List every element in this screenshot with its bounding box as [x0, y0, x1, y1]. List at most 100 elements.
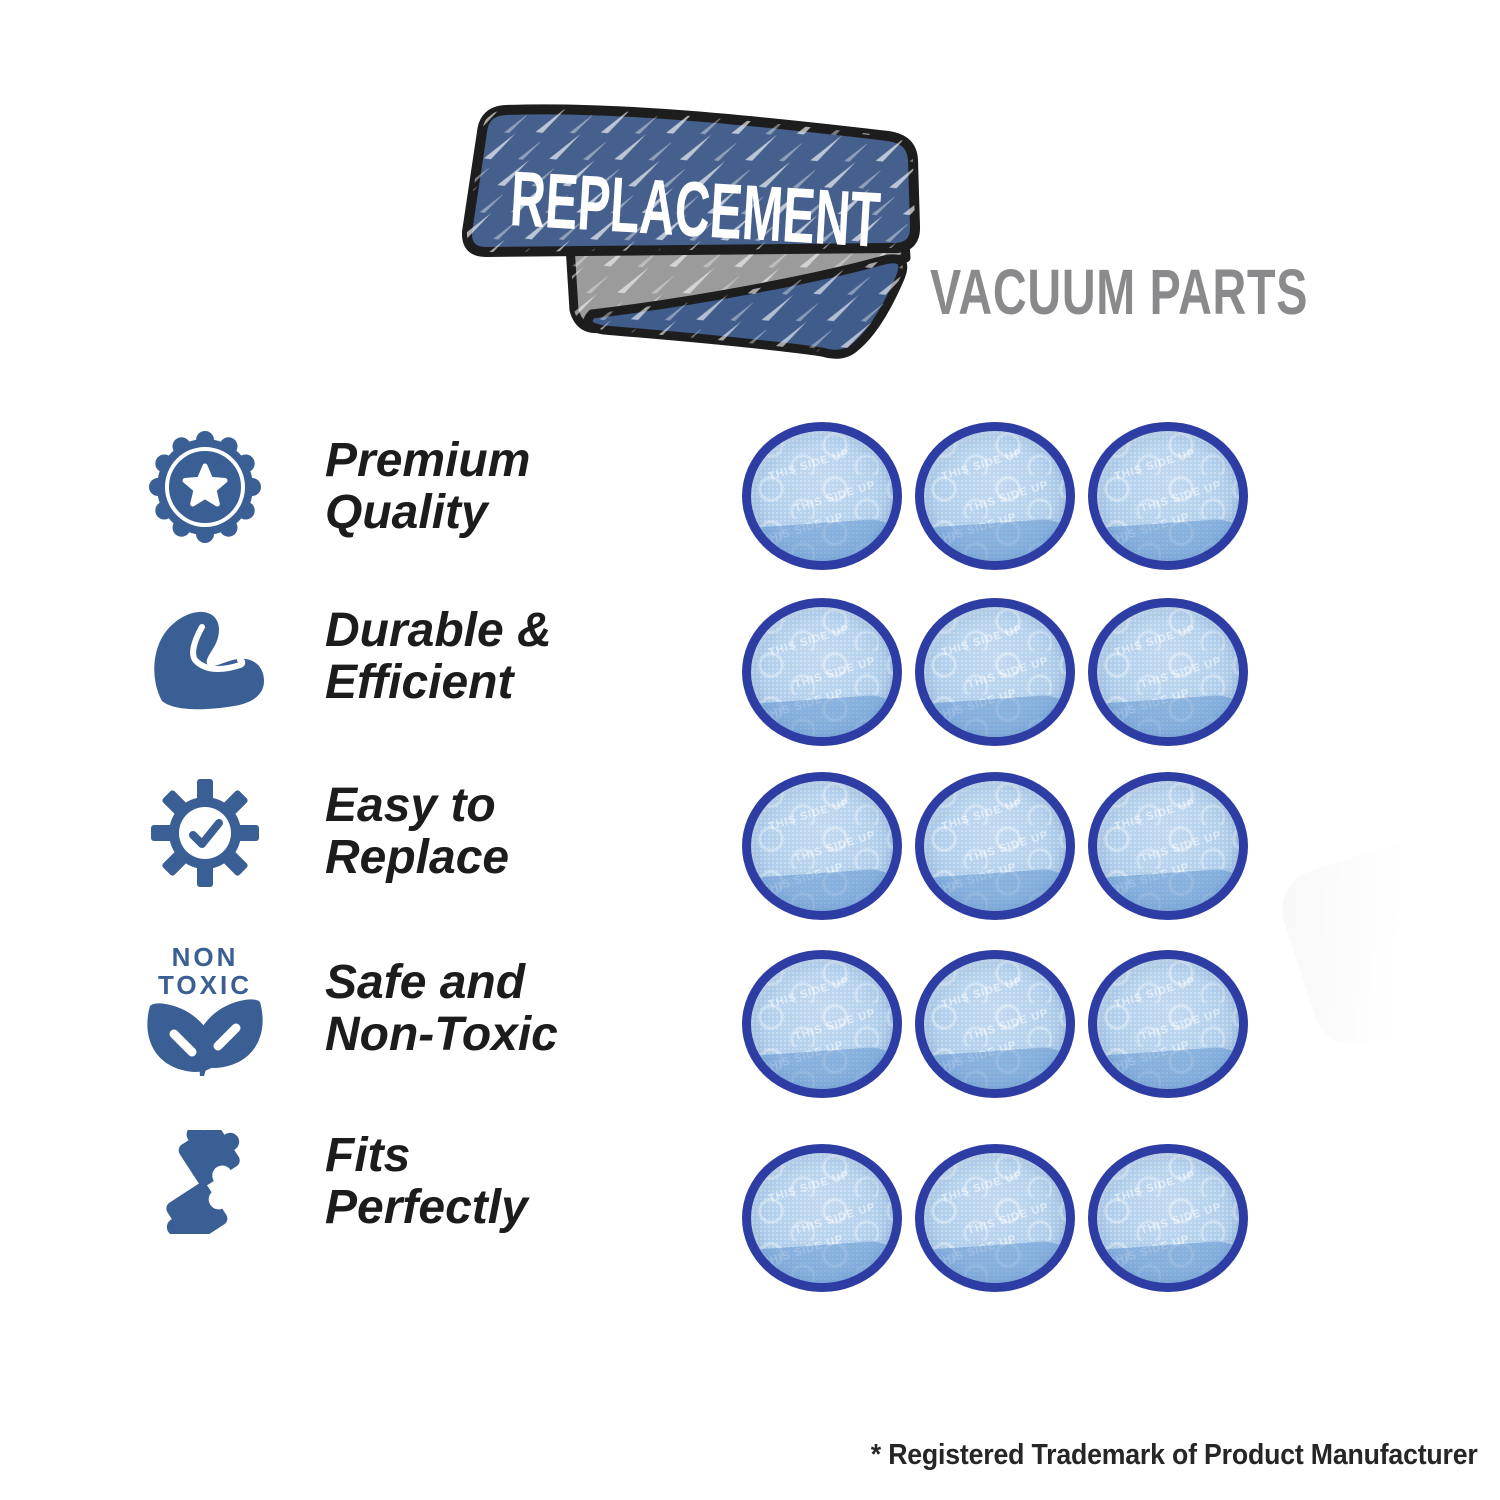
feature-row-durable-efficient: Durable & Efficient [140, 603, 552, 710]
ribbon-tail [583, 254, 908, 359]
feature-line: Quality [325, 486, 488, 539]
vacuum-filter: THIS SIDE UP THIS SIDE UP THIS SIDE UP [1088, 950, 1248, 1098]
filter-watermark: THIS SIDE UP [767, 796, 852, 834]
filter-band [751, 867, 893, 911]
feature-line: Premium [325, 434, 531, 487]
filter-watermark: THIS SIDE UP [793, 1200, 878, 1238]
gear-check-icon [140, 775, 270, 889]
puzzle-pieces-icon [140, 1130, 270, 1234]
feature-line: Efficient [325, 655, 514, 709]
filter-watermark: THIS SIDE UP [767, 1168, 852, 1206]
filter-watermark: THIS SIDE UP [940, 1168, 1025, 1206]
filter-watermark: THIS SIDE UP [940, 796, 1025, 834]
vacuum-filter: THIS SIDE UP THIS SIDE UP THIS SIDE UP [742, 1144, 902, 1292]
vacuum-filter: THIS SIDE UP THIS SIDE UP THIS SIDE UP [915, 422, 1075, 570]
feature-label: Fits Perfectly [325, 1130, 528, 1234]
muscle-arm-icon [140, 603, 270, 711]
header-banner: REPLACEMENT VACUUM PARTS [452, 96, 1352, 406]
feature-label: Easy to Replace [325, 779, 510, 884]
feature-label: Durable & Efficient [325, 603, 552, 709]
filter-watermark: THIS SIDE UP [1139, 478, 1224, 516]
filter-watermark: THIS SIDE UP [1113, 974, 1198, 1012]
vacuum-filter: THIS SIDE UP THIS SIDE UP THIS SIDE UP [915, 772, 1075, 920]
vacuum-filter: THIS SIDE UP THIS SIDE UP THIS SIDE UP [915, 598, 1075, 746]
filter-watermark: THIS SIDE UP [1113, 622, 1198, 660]
filter-watermark: THIS SIDE UP [767, 974, 852, 1012]
filter-band [924, 1239, 1066, 1283]
filter-watermark: THIS SIDE UP [1139, 654, 1224, 692]
filter-band [1097, 693, 1239, 737]
filter-watermark: THIS SIDE UP [1113, 796, 1198, 834]
vacuum-filter: THIS SIDE UP THIS SIDE UP THIS SIDE UP [915, 1144, 1075, 1292]
filter-watermark: THIS SIDE UP [1139, 828, 1224, 866]
filter-band [924, 693, 1066, 737]
filter-band [924, 867, 1066, 911]
filter-watermark: THIS SIDE UP [966, 654, 1051, 692]
premium-quality-badge-icon [140, 430, 270, 544]
filter-row: THIS SIDE UP THIS SIDE UP THIS SIDE UP T… [742, 1144, 1248, 1292]
filter-row: THIS SIDE UP THIS SIDE UP THIS SIDE UP T… [742, 422, 1248, 570]
feature-row-easy-replace: Easy to Replace [140, 775, 509, 888]
filter-row: THIS SIDE UP THIS SIDE UP THIS SIDE UP T… [742, 772, 1248, 920]
filter-band [751, 1045, 893, 1089]
trademark-note: * Registered Trademark of Product Manufa… [871, 1439, 1478, 1471]
filter-watermark: THIS SIDE UP [1113, 1168, 1198, 1206]
filter-band [1097, 517, 1239, 561]
toxic-label: TOXIC [158, 970, 252, 1000]
ribbon-main [461, 104, 921, 257]
vacuum-filter: THIS SIDE UP THIS SIDE UP THIS SIDE UP [1088, 1144, 1248, 1292]
feature-line: Perfectly [325, 1181, 528, 1234]
filter-band [1097, 1045, 1239, 1089]
filter-watermark: THIS SIDE UP [793, 478, 878, 516]
filter-watermark: THIS SIDE UP [767, 446, 852, 484]
vacuum-filter: THIS SIDE UP THIS SIDE UP THIS SIDE UP [742, 598, 902, 746]
feature-row-fits-perfectly: Fits Perfectly [140, 1130, 528, 1234]
filter-band [924, 1045, 1066, 1089]
vacuum-filter: THIS SIDE UP THIS SIDE UP THIS SIDE UP [1088, 422, 1248, 570]
feature-line: Safe and [325, 955, 526, 1009]
vacuum-filter: THIS SIDE UP THIS SIDE UP THIS SIDE UP [1088, 598, 1248, 746]
feature-label: Safe and Non-Toxic [325, 955, 558, 1061]
vacuum-filter: THIS SIDE UP THIS SIDE UP THIS SIDE UP [915, 950, 1075, 1098]
feature-line: Non-Toxic [325, 1007, 558, 1061]
filter-watermark: THIS SIDE UP [1113, 446, 1198, 484]
filter-band [751, 693, 893, 737]
feature-label: Premium Quality [325, 435, 530, 539]
feature-row-safe-nontoxic: NON TOXIC Safe and Non-Toxic [140, 942, 558, 1076]
filter-band [1097, 1239, 1239, 1283]
feature-row-premium-quality: Premium Quality [140, 428, 530, 546]
filter-watermark: THIS SIDE UP [940, 622, 1025, 660]
faint-shadow [1271, 825, 1500, 1055]
filter-watermark: THIS SIDE UP [940, 974, 1025, 1012]
filter-band [751, 517, 893, 561]
filter-watermark: THIS SIDE UP [793, 654, 878, 692]
filter-watermark: THIS SIDE UP [966, 828, 1051, 866]
filter-band [751, 1239, 893, 1283]
filter-row: THIS SIDE UP THIS SIDE UP THIS SIDE UP T… [742, 598, 1248, 746]
filter-watermark: THIS SIDE UP [793, 1006, 878, 1044]
feature-line: Fits [325, 1129, 411, 1182]
vacuum-filter: THIS SIDE UP THIS SIDE UP THIS SIDE UP [742, 772, 902, 920]
filter-watermark: THIS SIDE UP [966, 1006, 1051, 1044]
vacuum-filter: THIS SIDE UP THIS SIDE UP THIS SIDE UP [742, 422, 902, 570]
vacuum-filter: THIS SIDE UP THIS SIDE UP THIS SIDE UP [742, 950, 902, 1098]
vacuum-filter: THIS SIDE UP THIS SIDE UP THIS SIDE UP [1088, 772, 1248, 920]
filter-watermark: THIS SIDE UP [1139, 1200, 1224, 1238]
filter-watermark: THIS SIDE UP [966, 478, 1051, 516]
filter-watermark: THIS SIDE UP [767, 622, 852, 660]
banner-badge-label: REPLACEMENT [508, 154, 883, 264]
replacement-ribbon-banner: REPLACEMENT [461, 104, 921, 359]
filter-row: THIS SIDE UP THIS SIDE UP THIS SIDE UP T… [742, 950, 1248, 1098]
filter-watermark: THIS SIDE UP [793, 828, 878, 866]
star-icon [182, 463, 228, 507]
feature-line: Durable & [325, 603, 552, 657]
feature-line: Replace [325, 830, 510, 884]
page-title: VACUUM PARTS [930, 256, 1309, 328]
filter-watermark: THIS SIDE UP [940, 446, 1025, 484]
filter-watermark: THIS SIDE UP [966, 1200, 1051, 1238]
checkmark-icon [189, 818, 223, 848]
filter-watermark: THIS SIDE UP [1139, 1006, 1224, 1044]
filter-band [924, 517, 1066, 561]
non-toxic-leaves-icon: NON TOXIC [140, 942, 270, 1076]
filter-band [1097, 867, 1239, 911]
